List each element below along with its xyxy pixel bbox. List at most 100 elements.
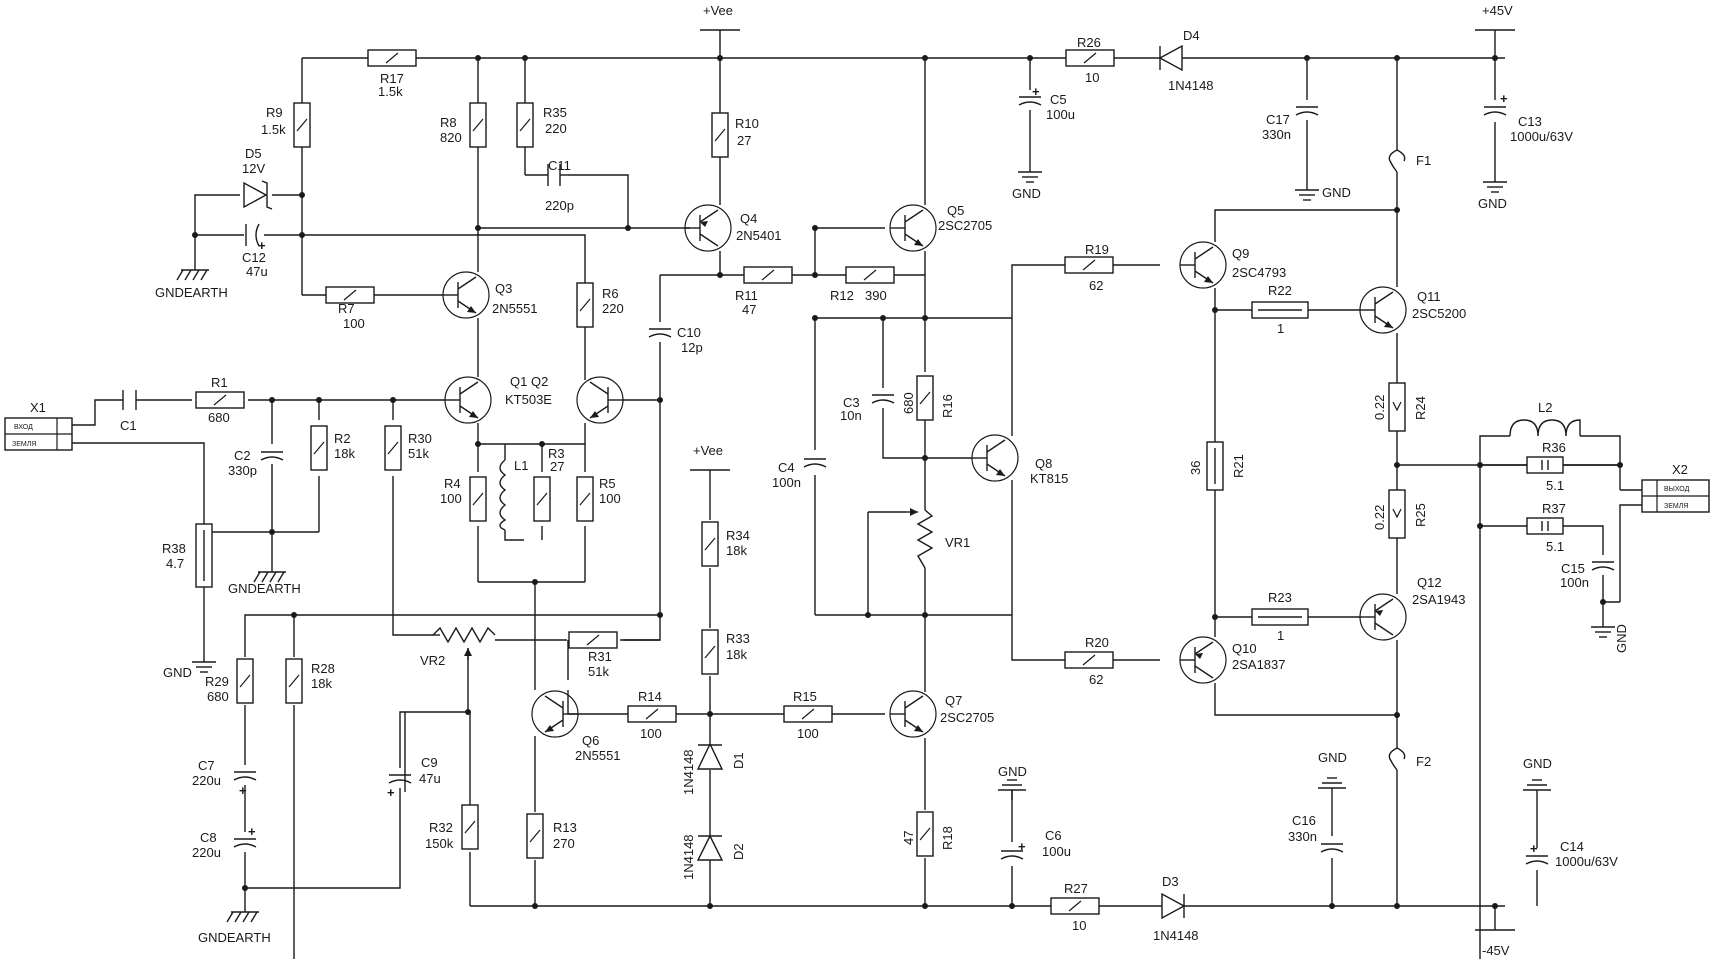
r5-value: 100 [599, 491, 621, 506]
resistor-r17 [367, 49, 417, 67]
r22-value: 1 [1277, 321, 1284, 336]
l2-ref: L2 [1538, 400, 1552, 415]
vr2-ref: VR2 [420, 653, 445, 668]
r17-ref: R17 [380, 71, 404, 86]
vee-mid-label: +Vee [693, 443, 723, 458]
q5-ref: Q5 [947, 203, 964, 218]
r3-ref: R3 [548, 446, 565, 461]
resistor-r32 [461, 804, 479, 850]
c13-ref: C13 [1518, 114, 1542, 129]
junction-dots [192, 55, 1623, 909]
c11-value: 220p [545, 198, 574, 213]
r19-ref: R19 [1085, 242, 1109, 257]
gndearth-label-3: GNDEARTH [198, 930, 271, 945]
q3-value: 2N5551 [492, 301, 538, 316]
svg-text:+: + [1500, 91, 1508, 106]
svg-text:+: + [1530, 841, 1538, 856]
r14-value: 100 [640, 726, 662, 741]
r7-ref: R7 [338, 301, 355, 316]
resistor-r10 [711, 112, 729, 158]
resistor-r11 [743, 266, 793, 284]
r14-ref: R14 [638, 689, 662, 704]
c5-ref: C5 [1050, 92, 1067, 107]
r18-value: 47 [901, 831, 916, 845]
r26-ref: R26 [1077, 35, 1101, 50]
gnd-label-c15: GND [1614, 624, 1629, 653]
c6-value: 100u [1042, 844, 1071, 859]
vee-top-label: +Vee [703, 3, 733, 18]
capacitor-c16 [1320, 843, 1344, 853]
transistor-q2 [576, 376, 624, 424]
q1q2-value: KT503E [505, 392, 552, 407]
q4-value: 2N5401 [736, 228, 782, 243]
resistor-r20 [1064, 651, 1114, 669]
r36-ref: R36 [1542, 440, 1566, 455]
d4-value: 1N4148 [1168, 78, 1214, 93]
r9-value: 1.5k [261, 122, 286, 137]
r19-value: 62 [1089, 278, 1103, 293]
gndearth-label-2: GNDEARTH [228, 581, 301, 596]
transistor-q5 [889, 204, 937, 252]
r16-ref: R16 [940, 394, 955, 418]
c3-value: 10n [840, 408, 862, 423]
c14-value: 1000u/63V [1555, 854, 1618, 869]
f2-ref: F2 [1416, 754, 1431, 769]
c1-ref: C1 [120, 418, 137, 433]
resistor-r19 [1064, 256, 1114, 274]
r8-value: 820 [440, 130, 462, 145]
r11-value: 47 [742, 302, 756, 317]
r1-ref: R1 [211, 375, 228, 390]
resistor-r23 [1251, 608, 1309, 626]
r37-value: 5.1 [1546, 539, 1564, 554]
r21-ref: R21 [1231, 454, 1246, 478]
r35-ref: R35 [543, 105, 567, 120]
q8-ref: Q8 [1035, 456, 1052, 471]
d3-ref: D3 [1162, 874, 1179, 889]
q9-value: 2SC4793 [1232, 265, 1286, 280]
potentiometer-vr1[interactable] [906, 508, 934, 569]
transistor-q8 [971, 434, 1019, 482]
r24-ref: R24 [1413, 396, 1428, 420]
capacitor-c9: + [387, 774, 412, 800]
r12-ref: R12 [830, 288, 854, 303]
q3-ref: Q3 [495, 281, 512, 296]
r5-ref: R5 [599, 476, 616, 491]
r15-value: 100 [797, 726, 819, 741]
connector-x2[interactable]: ВЫХОД ЗЕМЛЯ [1641, 479, 1710, 513]
r28-value: 18k [311, 676, 332, 691]
r31-value: 51k [588, 664, 609, 679]
q12-value: 2SA1943 [1412, 592, 1466, 607]
q10-ref: Q10 [1232, 641, 1257, 656]
fuse-f2 [1388, 747, 1406, 771]
gnd-c16-symbol [1318, 777, 1346, 789]
resistor-r1 [195, 391, 245, 409]
resistor-r33 [701, 629, 719, 675]
r38-value: 4.7 [166, 556, 184, 571]
c11-ref: C11 [548, 158, 571, 173]
resistor-r6 [576, 282, 594, 328]
gnd-c14-symbol [1523, 779, 1551, 791]
resistor-r5 [576, 476, 594, 522]
potentiometer-vr2[interactable] [432, 626, 496, 660]
gnd-label-c5: GND [1012, 186, 1041, 201]
gnd-c5-symbol [1017, 159, 1043, 183]
r29-ref: R29 [205, 674, 229, 689]
resistor-r28 [285, 658, 303, 704]
capacitor-c14: + [1525, 841, 1549, 865]
resistor-r22 [1251, 301, 1309, 319]
resistor-r12 [845, 266, 895, 284]
d2-value: 1N4148 [681, 834, 696, 880]
connector-x1[interactable]: ВХОД ЗЕМЛЯ [4, 417, 73, 451]
r13-value: 270 [553, 836, 575, 851]
c16-ref: C16 [1292, 813, 1316, 828]
c5-value: 100u [1046, 107, 1075, 122]
c4-value: 100n [772, 475, 801, 490]
capacitor-c17 [1295, 106, 1319, 116]
gnd-c17-symbol [1294, 177, 1320, 201]
svg-text:+: + [1018, 839, 1026, 854]
q9-ref: Q9 [1232, 246, 1249, 261]
c6-ref: C6 [1045, 828, 1062, 843]
resistor-r27 [1050, 897, 1100, 915]
c10-value: 12p [681, 340, 703, 355]
r34-ref: R34 [726, 528, 750, 543]
